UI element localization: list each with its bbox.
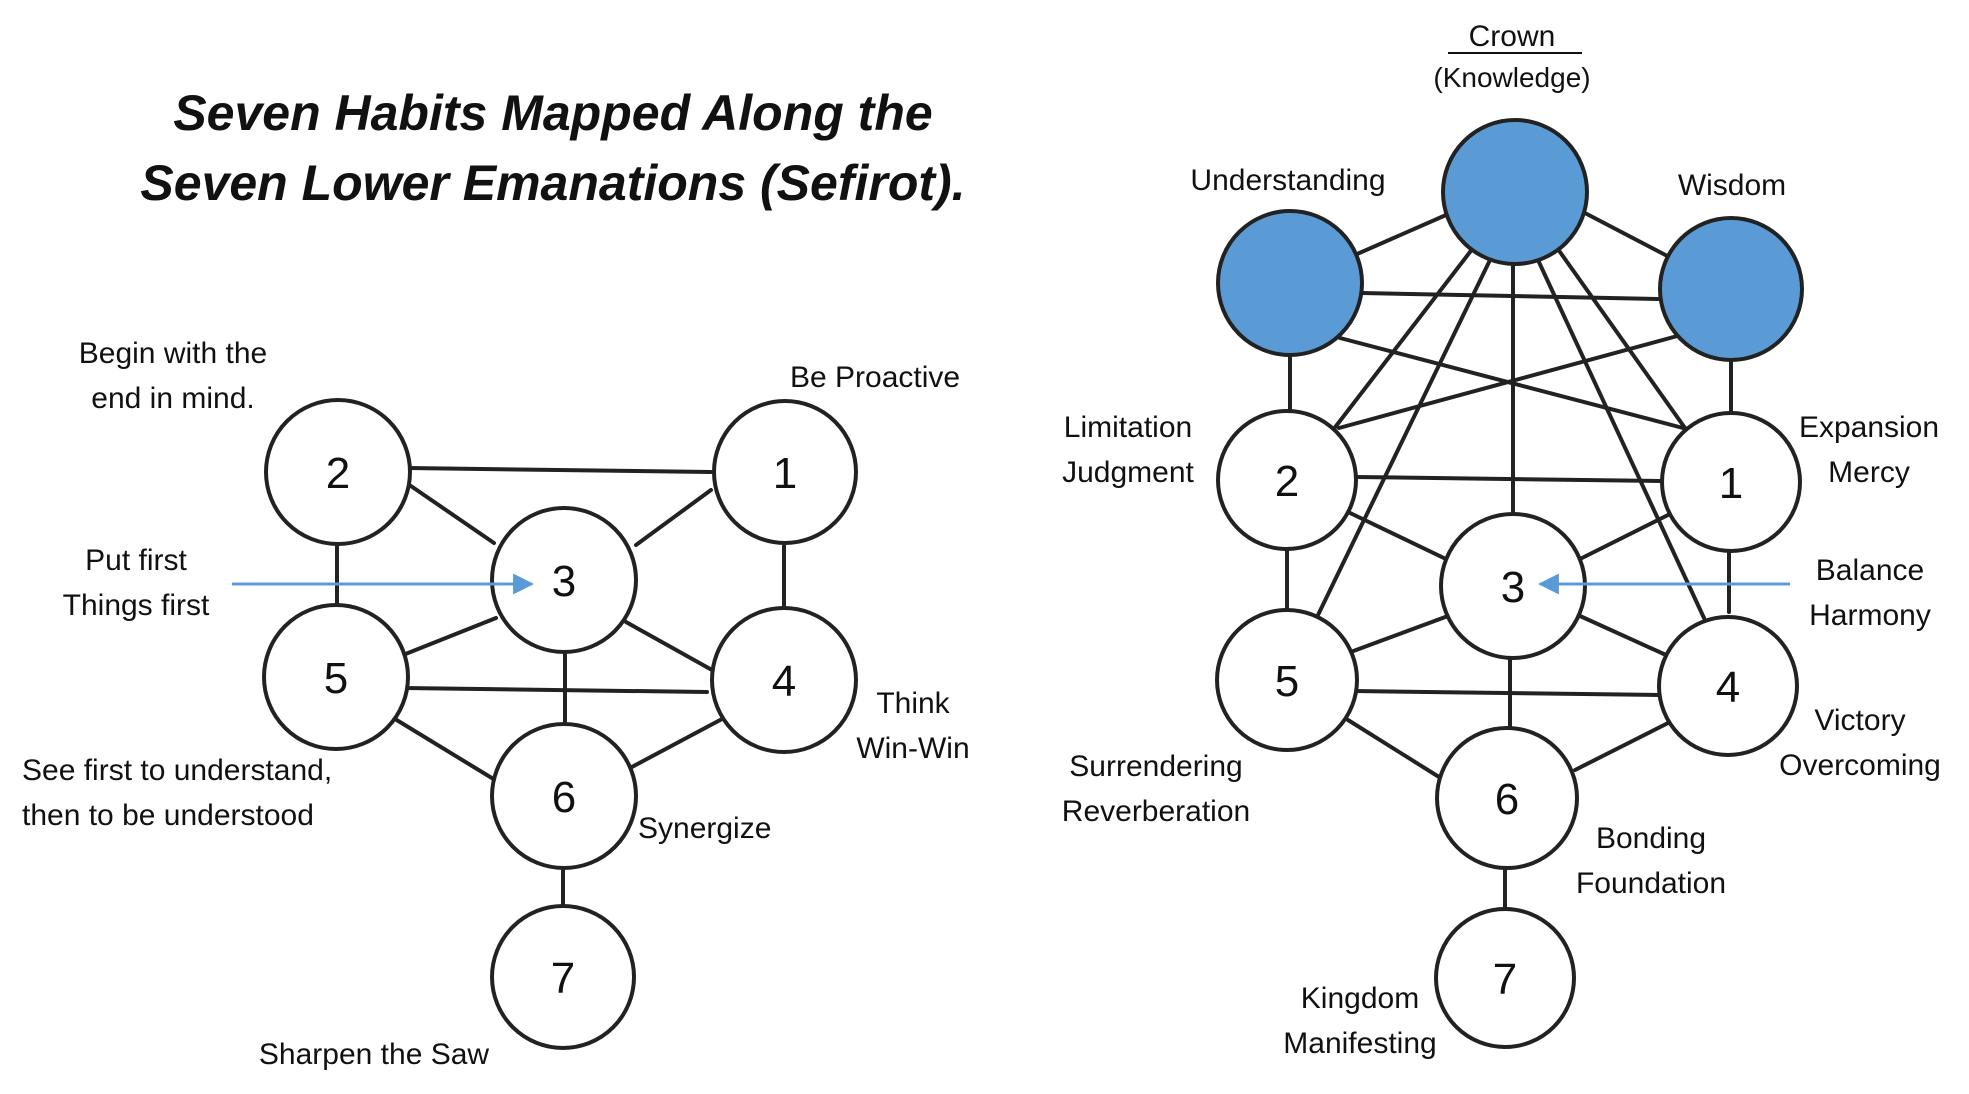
right-node-4-number: 4 — [1716, 663, 1740, 712]
left-edge-5-4 — [402, 686, 709, 694]
right-label-n1-line2: Mercy — [1828, 456, 1910, 489]
left-label-n7: Sharpen the Saw — [259, 1038, 489, 1071]
right-node-3 — [1439, 512, 1587, 660]
right-edge-crown-2 — [1331, 250, 1472, 432]
right-label-n7-line1: Kingdom — [1301, 982, 1419, 1015]
right-node-1-number: 1 — [1719, 459, 1743, 508]
left-node-7-number: 7 — [551, 954, 575, 1003]
right-edge-5-4 — [1352, 689, 1661, 697]
left-edge-3-4 — [624, 620, 714, 672]
left-node-6-number: 6 — [552, 773, 576, 822]
left-node-3-number: 3 — [552, 557, 576, 606]
right-node-7-number: 7 — [1493, 955, 1517, 1004]
right-node-4 — [1657, 615, 1799, 757]
left-node-2 — [264, 398, 412, 546]
right-edge-und-wis — [1360, 291, 1660, 301]
right-node-5-number: 5 — [1275, 657, 1299, 706]
right-label-n5-line2: Reverberation — [1062, 795, 1250, 828]
right-label-wisdom: Wisdom — [1678, 169, 1786, 202]
right-node-wisdom — [1658, 216, 1804, 362]
left-node-7 — [490, 904, 636, 1050]
left-node-4-number: 4 — [772, 657, 796, 706]
right-edge-2-3 — [1346, 510, 1450, 562]
right-label-n7-line2: Manifesting — [1283, 1027, 1436, 1060]
left-label-n2-line2: end in mind. — [91, 382, 254, 415]
left-label-n2-line1: Begin with the — [79, 337, 267, 370]
left-diagram: 2 1 3 5 4 6 7 Begin with the end in mind… — [22, 337, 970, 1071]
left-label-n1: Be Proactive — [790, 361, 960, 394]
right-node-understanding — [1216, 209, 1364, 357]
right-label-n3-line1: Balance — [1816, 554, 1924, 587]
left-label-n6: Synergize — [638, 812, 771, 845]
left-label-n5-line1: See first to understand, — [22, 754, 332, 787]
left-label-n4-line1: Think — [876, 687, 950, 720]
right-edge-1-3 — [1576, 510, 1676, 562]
right-node-2-number: 2 — [1275, 457, 1299, 506]
left-edge-3-5 — [401, 616, 498, 657]
right-node-3-number: 3 — [1501, 563, 1525, 612]
left-edge-4-6 — [628, 717, 724, 770]
left-node-6 — [490, 722, 638, 870]
left-node-2-number: 2 — [326, 449, 350, 498]
right-node-7 — [1434, 907, 1576, 1049]
right-node-6-number: 6 — [1495, 775, 1519, 824]
left-edge-5-6 — [393, 717, 502, 785]
right-diagram: 2 1 3 5 4 6 7 Crown (Knowledge) Understa… — [1062, 20, 1941, 1060]
right-label-n2-line2: Judgment — [1062, 456, 1194, 489]
right-label-n5-line1: Surrendering — [1069, 750, 1242, 783]
right-label-n4-line1: Victory — [1814, 704, 1905, 737]
right-label-n1-line1: Expansion — [1799, 411, 1939, 444]
right-node-5 — [1215, 608, 1359, 752]
right-edge-wis-2 — [1337, 333, 1683, 430]
right-edge-4-6 — [1573, 718, 1676, 772]
left-edge-2-1 — [406, 466, 713, 474]
right-label-n6-line1: Bonding — [1596, 822, 1706, 855]
left-node-1-number: 1 — [773, 449, 797, 498]
right-label-n6-line2: Foundation — [1576, 867, 1726, 900]
right-edge-2-1 — [1353, 475, 1663, 483]
right-node-1 — [1660, 411, 1802, 553]
right-label-crown-sub: (Knowledge) — [1433, 62, 1590, 93]
title-line-2: Seven Lower Emanations (Sefirot). — [140, 155, 965, 211]
left-node-3 — [490, 506, 638, 654]
right-edge-crown-5 — [1316, 258, 1492, 617]
right-label-n2-line1: Limitation — [1064, 411, 1192, 444]
left-label-n4-line2: Win-Win — [856, 732, 969, 765]
left-label-n3-line1: Put first — [85, 544, 187, 577]
right-node-6 — [1435, 726, 1579, 870]
left-edge-1-3 — [634, 488, 713, 547]
left-node-4 — [710, 606, 858, 754]
left-node-5-number: 5 — [324, 654, 348, 703]
right-edge-3-5 — [1346, 614, 1450, 655]
right-label-n3-line2: Harmony — [1809, 599, 1931, 632]
right-label-understanding: Understanding — [1190, 164, 1385, 197]
right-node-crown — [1441, 118, 1589, 266]
right-edge-crown-1 — [1558, 250, 1687, 430]
right-node-2 — [1216, 409, 1358, 551]
left-edge-2-3 — [406, 482, 496, 545]
right-edge-3-4 — [1578, 614, 1668, 657]
right-edge-crown-4 — [1536, 258, 1706, 620]
right-label-crown: Crown — [1469, 20, 1556, 53]
right-edge-crown-wis — [1581, 210, 1677, 262]
left-label-n3-line2: Things first — [63, 589, 210, 622]
title-line-1: Seven Habits Mapped Along the — [173, 85, 932, 141]
right-edge-und-crown — [1346, 213, 1448, 260]
right-label-n4-line2: Overcoming — [1779, 749, 1941, 782]
left-node-5 — [262, 603, 410, 751]
left-node-1 — [712, 399, 858, 545]
left-label-n5-line2: then to be understood — [22, 799, 314, 832]
right-edge-5-6 — [1346, 718, 1449, 784]
